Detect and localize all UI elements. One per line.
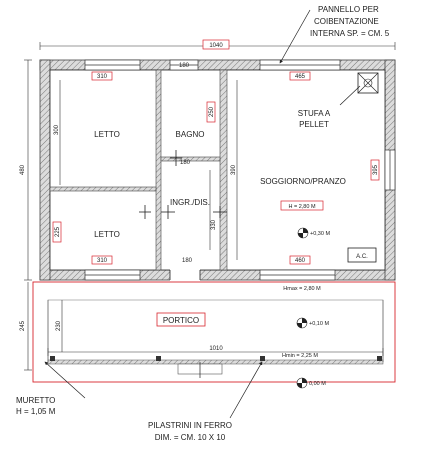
interior-walls (49, 69, 228, 271)
portico-pillars (50, 356, 382, 361)
room-bedroom-bottom: LETTO (94, 230, 120, 239)
dim-portico-depth: 245 (20, 320, 26, 331)
room-living: SOGGIORNO/PRANZO (260, 177, 346, 186)
portico-area (32, 281, 396, 383)
dimension-labels: 1040 310 180 465 300 250 390 330 225 395… (20, 39, 380, 352)
note-stove-2: PELLET (299, 120, 329, 129)
room-portico: PORTICO (163, 316, 199, 325)
dim-portico-inner: 230 (56, 320, 62, 331)
level-portico: +0,10 M (309, 321, 329, 327)
note-low-wall-2: H = 1,05 M (16, 407, 56, 416)
ac-unit: A.C. (347, 247, 377, 263)
svg-text:A.C.: A.C. (356, 254, 368, 260)
dim-bed-bottom-window: 310 (97, 258, 108, 264)
room-bathroom: BAGNO (176, 130, 205, 139)
leader-lines (44, 9, 311, 419)
note-pillars-1: PILASTRINI IN FERRO (148, 421, 232, 430)
dim-bath-side: 250 (209, 106, 215, 117)
note-insulation-1: PANNELLO PER (318, 5, 379, 14)
room-entrance: INGR./DIS. (170, 198, 210, 207)
dim-overall-width: 1040 (209, 43, 223, 49)
dim-living-bottom-window: 460 (295, 258, 306, 264)
note-low-wall-1: MURETTO (16, 396, 55, 405)
level-markers: +0,30 M +0,10 M 0,00 M (296, 227, 330, 389)
front-door (169, 269, 201, 281)
dim-living-depth: 390 (231, 164, 237, 175)
annotations: PANNELLO PER COIBENTAZIONE INTERNA SP. =… (16, 5, 390, 442)
level-living: +0,30 M (310, 231, 330, 237)
exterior-walls (39, 59, 396, 281)
stove-leader (339, 85, 361, 106)
windows (84, 59, 396, 281)
dim-bed-bottom-side: 225 (55, 226, 61, 237)
level-marker-icon (296, 377, 308, 389)
note-insulation-2: COIBENTAZIONE (314, 17, 379, 26)
note-stove-1: STUFA A (298, 109, 331, 118)
dim-overall-height: 480 (20, 164, 26, 175)
height-living: H = 2,80 M (288, 204, 315, 210)
dim-bath-window: 180 (179, 63, 190, 69)
level-ground: 0,00 M (309, 381, 326, 387)
note-insulation-3: INTERNA SP. = CM. 5 (310, 29, 390, 38)
dim-bed-top-depth: 300 (54, 124, 60, 135)
dim-living-top-window: 465 (295, 74, 306, 80)
height-portico-min: Hmin = 2,25 M (282, 353, 318, 359)
dim-entrance-mid: 180 (180, 160, 191, 166)
height-labels: H = 2,80 M Hmax = 2,80 M Hmin = 2,25 M (280, 200, 324, 359)
dim-bed-top-window: 310 (97, 74, 108, 80)
height-portico-max: Hmax = 2,80 M (283, 286, 321, 292)
note-pillars-2: DIM. = CM. 10 X 10 (155, 433, 226, 442)
level-marker-icon (296, 317, 308, 329)
room-labels: LETTO BAGNO INGR./DIS. LETTO SOGGIORNO/P… (94, 130, 346, 327)
dim-entrance-height: 330 (211, 219, 217, 230)
level-marker-icon (297, 227, 309, 239)
dim-living-right: 395 (373, 164, 379, 175)
pellet-stove-icon (357, 72, 379, 94)
dim-portico-width: 1010 (209, 346, 223, 352)
room-bedroom-top: LETTO (94, 130, 120, 139)
door-marks (139, 150, 227, 219)
dim-entrance-door: 180 (182, 258, 193, 264)
